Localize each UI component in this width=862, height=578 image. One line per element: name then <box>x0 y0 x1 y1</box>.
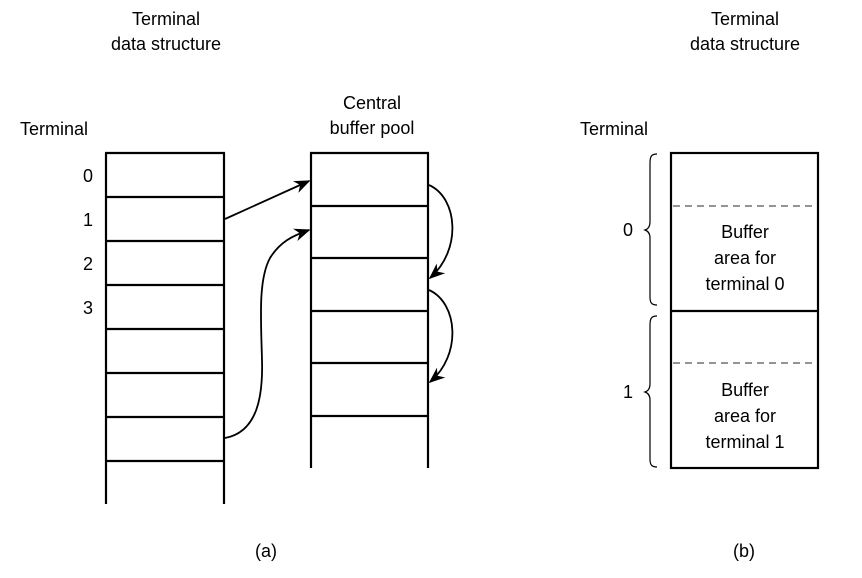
arrow-buffer-chain-2 <box>428 289 454 384</box>
terminal-0-text-line2: area for <box>714 248 776 268</box>
panel-b-title-line2: data structure <box>690 34 800 54</box>
panel-a-title-line2: data structure <box>111 34 221 54</box>
panel-a-title-line1: Terminal <box>132 9 200 29</box>
terminal-0-text-line1: Buffer <box>721 222 769 242</box>
central-buffer-pool <box>309 151 430 468</box>
panel-b: Terminal data structure Terminal 0 Buffe… <box>580 9 820 561</box>
arrow-terminal1-to-buffer <box>224 180 311 220</box>
terminal-1-text-line2: area for <box>714 406 776 426</box>
terminal-0-label: 0 <box>623 220 633 240</box>
terminal-row-label-3: 3 <box>83 298 93 318</box>
brace-icon <box>643 153 658 306</box>
terminal-row-label-2: 2 <box>83 254 93 274</box>
terminal-row-label-1: 1 <box>83 210 93 230</box>
buffer-area-box <box>669 151 820 470</box>
panel-a: Terminal data structure Terminal 0 1 2 3… <box>20 9 454 561</box>
terminal-1-text-line1: Buffer <box>721 380 769 400</box>
panel-b-terminal-axis-label: Terminal <box>580 119 648 139</box>
terminal-0-text-line3: terminal 0 <box>705 274 784 294</box>
pool-title-line2: buffer pool <box>330 118 415 138</box>
caption-a: (a) <box>255 541 277 561</box>
terminal-row-label-0: 0 <box>83 166 93 186</box>
terminal-0-region: 0 Buffer area for terminal 0 <box>623 153 785 306</box>
terminal-1-text-line3: terminal 1 <box>705 432 784 452</box>
brace-icon <box>643 315 658 468</box>
terminal-1-label: 1 <box>623 382 633 402</box>
terminal-table <box>104 151 226 504</box>
panel-b-title-line1: Terminal <box>711 9 779 29</box>
caption-b: (b) <box>733 541 755 561</box>
pool-title-line1: Central <box>343 93 401 113</box>
arrow-terminal-to-buffer-curved <box>224 228 311 439</box>
terminal-axis-label: Terminal <box>20 119 88 139</box>
terminal-1-region: 1 Buffer area for terminal 1 <box>623 315 785 468</box>
arrow-buffer-chain-1 <box>428 184 454 280</box>
